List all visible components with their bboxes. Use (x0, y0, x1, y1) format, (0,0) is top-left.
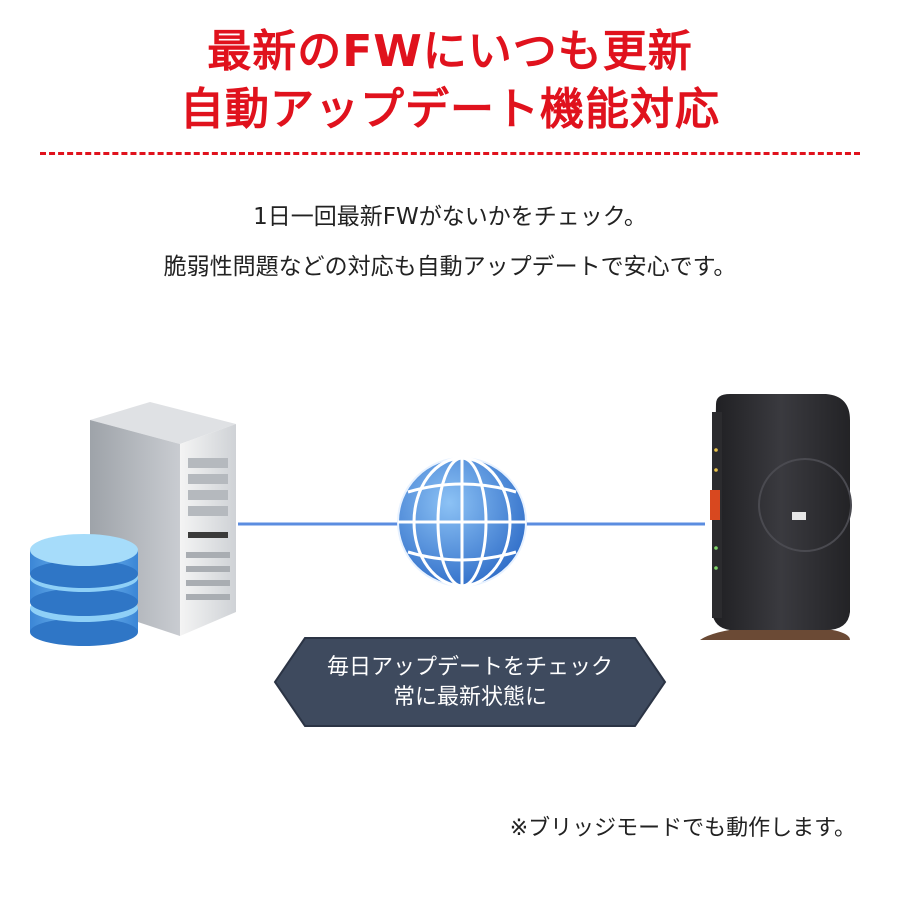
badge-line-2: 常に最新状態に (392, 685, 547, 710)
footnote: ※ブリッジモードでも動作します。 (509, 816, 856, 841)
badge-line-1: 毎日アップデートをチェック (326, 655, 613, 680)
wifi-router-icon (700, 394, 852, 640)
database-icon (30, 534, 138, 646)
headline-line-2: 自動アップデート機能対応 (180, 84, 720, 135)
globe-icon (397, 456, 527, 588)
description-line-2: 脆弱性問題などの対応も自動アップデートで安心です。 (163, 254, 737, 280)
headline-line-1: 最新のFWにいつも更新 (207, 26, 693, 77)
update-diagram (30, 394, 852, 727)
update-badge (273, 637, 667, 727)
description-line-1: 1日一回最新FWがないかをチェック。 (253, 204, 647, 230)
dashed-divider (40, 152, 860, 155)
